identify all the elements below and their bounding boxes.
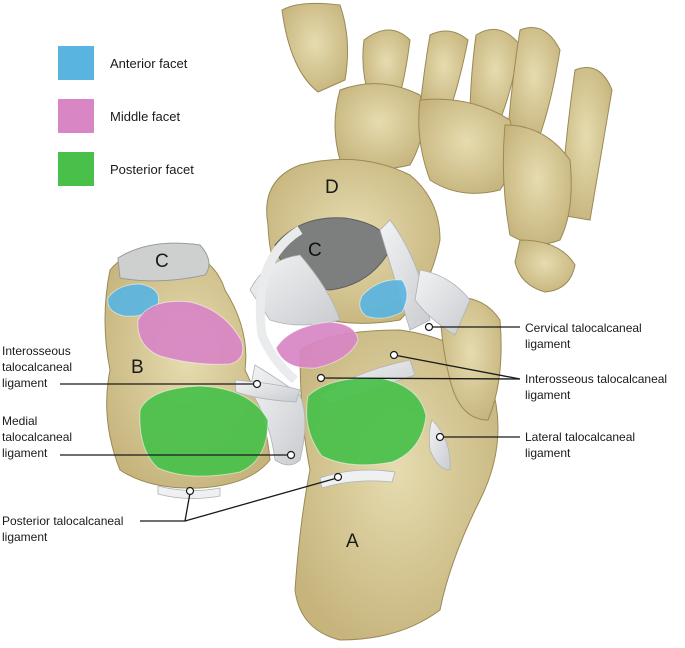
callout-interosseous-left: Interosseous talocalcaneal ligament — [2, 344, 73, 390]
legend-item-anterior: Anterior facet — [58, 46, 187, 80]
posterior-facet-swatch — [58, 152, 94, 186]
ligament-lateral — [428, 419, 451, 471]
middle-facet-left — [137, 300, 244, 365]
callout-posterior: Posterior talocalcaneal ligament — [2, 514, 124, 544]
bone-label-c-left: C — [155, 251, 169, 272]
articular-facets — [107, 279, 427, 477]
posterior-facet-right — [306, 377, 427, 466]
callout-interosseous-right: Interosseous talocalcaneal ligament — [525, 372, 668, 402]
legend-label: Middle facet — [110, 108, 181, 124]
middle-facet-swatch — [58, 99, 94, 133]
posterior-facet-left — [139, 385, 269, 477]
callout-medial: Medial talocalcaneal ligament — [2, 414, 73, 460]
callout-endpoints — [185, 322, 445, 496]
callout-lateral: Lateral talocalcaneal ligament — [525, 430, 636, 460]
anterior-facet-swatch — [58, 46, 94, 80]
callout-leaders — [60, 326, 521, 522]
legend-item-posterior: Posterior facet — [58, 152, 194, 186]
callout-cervical: Cervical talocalcaneal ligament — [525, 321, 642, 351]
anterior-facet-right — [359, 279, 408, 319]
ligament-curved-arc — [255, 226, 303, 384]
bone-label-b: B — [131, 357, 144, 378]
legend-item-middle: Middle facet — [58, 99, 180, 133]
ligament-bands — [234, 219, 471, 466]
bone-label-d: D — [325, 177, 339, 198]
legend-label: Anterior facet — [110, 55, 188, 71]
bone-label-c-top: C — [308, 240, 322, 261]
legend-label: Posterior facet — [110, 161, 194, 177]
bone-label-a: A — [346, 531, 359, 552]
cartilage-cap-left — [117, 242, 210, 282]
midfoot-bones — [334, 83, 576, 293]
metatarsal-bones — [281, 2, 613, 221]
middle-facet-right — [275, 321, 359, 369]
